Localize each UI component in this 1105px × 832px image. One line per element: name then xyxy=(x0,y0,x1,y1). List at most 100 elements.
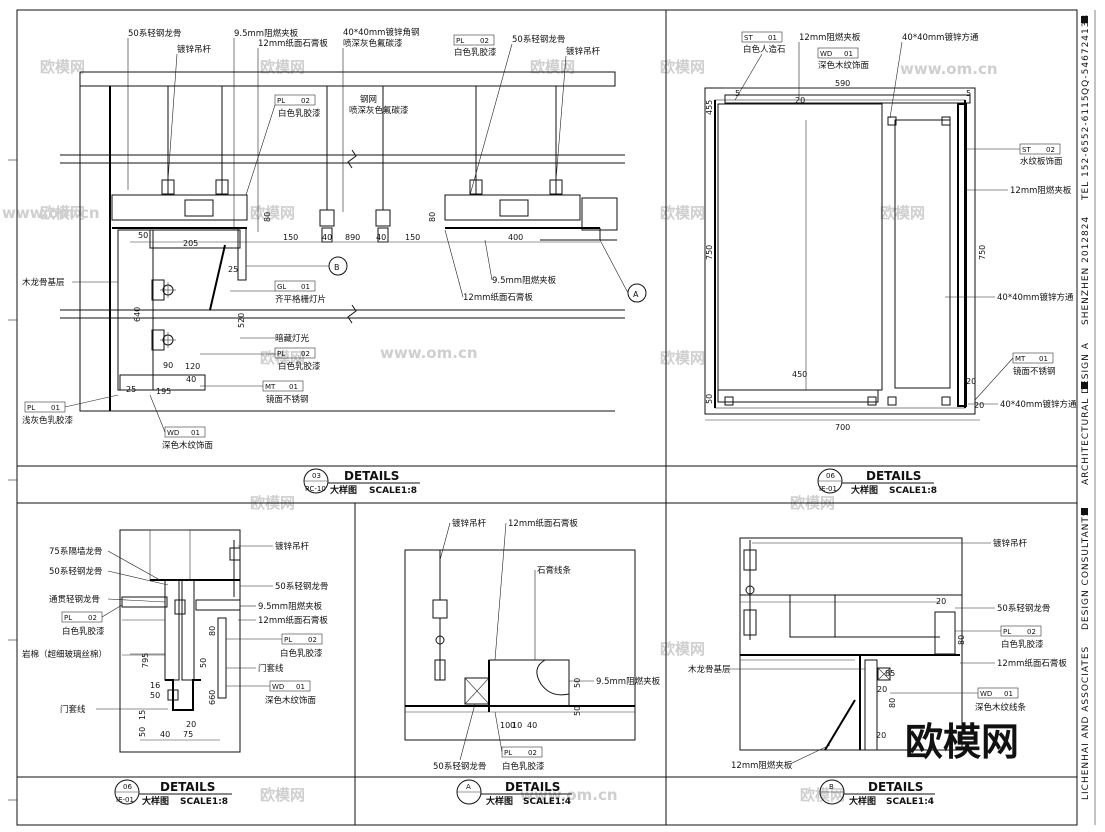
svg-text:06: 06 xyxy=(123,783,132,791)
svg-text:16: 16 xyxy=(150,681,160,690)
svg-text:DETAILS: DETAILS xyxy=(505,780,560,794)
svg-text:890: 890 xyxy=(345,233,360,242)
detail-03-drawing: B A xyxy=(60,71,647,412)
annotation: 50系轻钢龙骨 xyxy=(275,581,328,592)
annotation: 深色木纹线条 xyxy=(975,702,1027,713)
designer-name: LICHENHAI AND ASSOCIATES xyxy=(1081,646,1091,800)
svg-text:B: B xyxy=(829,783,834,791)
svg-text:50: 50 xyxy=(138,727,147,737)
detail-06-wall-annotations: 75系隔墙龙骨 50系轻钢龙骨 通贯轻钢龙骨 PL 02 白色乳胶漆 岩棉（超细… xyxy=(22,541,328,715)
svg-text:大样图: 大样图 xyxy=(486,795,513,807)
annotation: 镀锌吊杆 xyxy=(993,538,1028,549)
annotation: 12mm纸面石膏板 xyxy=(508,518,578,529)
svg-text:PL: PL xyxy=(284,636,292,644)
annotation: 岩棉（超细玻璃丝棉） xyxy=(22,649,107,660)
detail-a-annotations: 镀锌吊杆 12mm纸面石膏板 石膏线条 9.5mm阻燃夹板 50系轻钢龙骨 PL… xyxy=(433,518,661,772)
detail-06-wall-drawing xyxy=(119,529,241,753)
svg-text:660: 660 xyxy=(208,690,217,705)
watermark-text: 欧模网 xyxy=(260,786,305,804)
watermark-text: 欧模网 xyxy=(880,204,925,222)
watermark-url: www.om.cn xyxy=(380,344,478,362)
firm-name: DESIGN CONSULTANTS xyxy=(1081,509,1091,630)
svg-text:75: 75 xyxy=(183,730,193,739)
svg-text:80: 80 xyxy=(208,626,217,636)
svg-text:520: 520 xyxy=(237,313,246,328)
svg-text:85: 85 xyxy=(885,669,895,678)
detail-title-06a: 06 IE-01 DETAILS 大样图 SCALE1:8 xyxy=(817,468,937,496)
svg-text:IE-01: IE-01 xyxy=(116,796,134,804)
annotation: 镜面不锈钢 xyxy=(266,394,309,405)
svg-text:40: 40 xyxy=(376,233,386,242)
svg-text:40: 40 xyxy=(186,375,196,384)
annotation: 镀锌吊杆 xyxy=(177,44,212,55)
svg-text:795: 795 xyxy=(141,653,150,668)
watermark-url: www.om.cn xyxy=(2,204,100,222)
annotation: 通贯轻钢龙骨 xyxy=(49,594,100,605)
city-date: SHENZHEN 2012824 xyxy=(1081,216,1091,325)
detail-06-door-dimensions: 590 5 5 455 20 750 750 450 50 20 20 700 xyxy=(705,79,987,432)
annotation: 9.5mm阻燃夹板 xyxy=(258,601,323,612)
svg-text:WD: WD xyxy=(980,690,992,698)
svg-text:MT: MT xyxy=(1015,355,1026,363)
annotation: 9.5mm阻燃夹板 xyxy=(492,275,557,286)
svg-text:195: 195 xyxy=(156,387,171,396)
svg-text:SCALE1:4: SCALE1:4 xyxy=(886,797,934,807)
detail-a-dimensions: 50 50 100 10 40 xyxy=(500,678,582,730)
detail-title-03: 03 RC-10 DETAILS 大样图 SCALE1:8 xyxy=(303,468,420,496)
svg-text:02: 02 xyxy=(301,350,310,358)
svg-text:PL: PL xyxy=(456,37,464,45)
annotation: 白色乳胶漆 xyxy=(1001,639,1044,650)
svg-text:20: 20 xyxy=(877,685,887,694)
annotation: 白色人造石 xyxy=(743,44,786,55)
annotation: 白色乳胶漆 xyxy=(280,648,323,659)
annotation: 镀锌吊杆 xyxy=(452,518,487,529)
watermark-layer: 欧模网 欧模网 欧模网 欧模网 欧模网 欧模网 欧模网 欧模网 欧模网 欧模网 … xyxy=(2,58,1019,804)
svg-text:PL: PL xyxy=(504,749,512,757)
svg-text:IE-01: IE-01 xyxy=(819,485,837,493)
svg-text:SCALE1:8: SCALE1:8 xyxy=(889,486,937,496)
svg-text:20: 20 xyxy=(974,401,984,410)
svg-text:WD: WD xyxy=(167,429,179,437)
annotation: 深色木纹饰面 xyxy=(265,695,317,706)
annotation: 木龙骨基层 xyxy=(22,277,65,288)
svg-text:640: 640 xyxy=(133,307,142,322)
annotation: 白色乳胶漆 xyxy=(278,108,321,119)
svg-text:01: 01 xyxy=(844,50,853,58)
annotation: 75系隔墙龙骨 xyxy=(49,546,102,557)
svg-text:15: 15 xyxy=(138,710,147,720)
svg-text:750: 750 xyxy=(978,245,987,260)
annotation: 12mm阻燃夹板 xyxy=(799,32,861,43)
detail-03-dimensions: 50 205 150 40 890 40 150 400 80 80 25 64… xyxy=(126,212,523,396)
svg-text:01: 01 xyxy=(289,383,298,391)
annotation: 12mm纸面石膏板 xyxy=(258,38,328,49)
svg-text:ST: ST xyxy=(744,34,753,42)
svg-text:80: 80 xyxy=(428,212,437,222)
annotation: 白色乳胶漆 xyxy=(502,761,545,772)
svg-text:06: 06 xyxy=(826,472,835,480)
annotation: 50系轻钢龙骨 xyxy=(512,34,565,45)
detail-title-a: A DETAILS 大样图 SCALE1:4 xyxy=(456,779,572,807)
svg-text:01: 01 xyxy=(296,683,305,691)
svg-text:大样图: 大样图 xyxy=(849,795,876,807)
svg-text:PL: PL xyxy=(64,614,72,622)
svg-text:DETAILS: DETAILS xyxy=(160,780,215,794)
watermark-text: 欧模网 xyxy=(660,640,705,658)
svg-text:90: 90 xyxy=(163,361,173,370)
annotation: 浅灰色乳胶漆 xyxy=(22,415,74,426)
svg-text:SCALE1:8: SCALE1:8 xyxy=(180,797,228,807)
annotation: 门套线 xyxy=(258,663,284,674)
svg-text:20: 20 xyxy=(936,597,946,606)
annotation: 镀锌吊杆 xyxy=(275,541,310,552)
svg-text:40: 40 xyxy=(527,721,537,730)
svg-text:40: 40 xyxy=(322,233,332,242)
svg-text:01: 01 xyxy=(1004,690,1013,698)
title-block: LICHENHAI AND ASSOCIATES DESIGN CONSULTA… xyxy=(1081,14,1091,800)
annotation: 暗藏灯光 xyxy=(275,333,310,344)
annotation: 镀锌吊杆 xyxy=(566,46,601,57)
annotation: 12mm阻燃夹板 xyxy=(1010,185,1072,196)
svg-text:25: 25 xyxy=(126,385,136,394)
svg-text:02: 02 xyxy=(88,614,97,622)
svg-text:5: 5 xyxy=(966,89,971,98)
annotation: 喷深灰色氟碳漆 xyxy=(349,105,409,116)
